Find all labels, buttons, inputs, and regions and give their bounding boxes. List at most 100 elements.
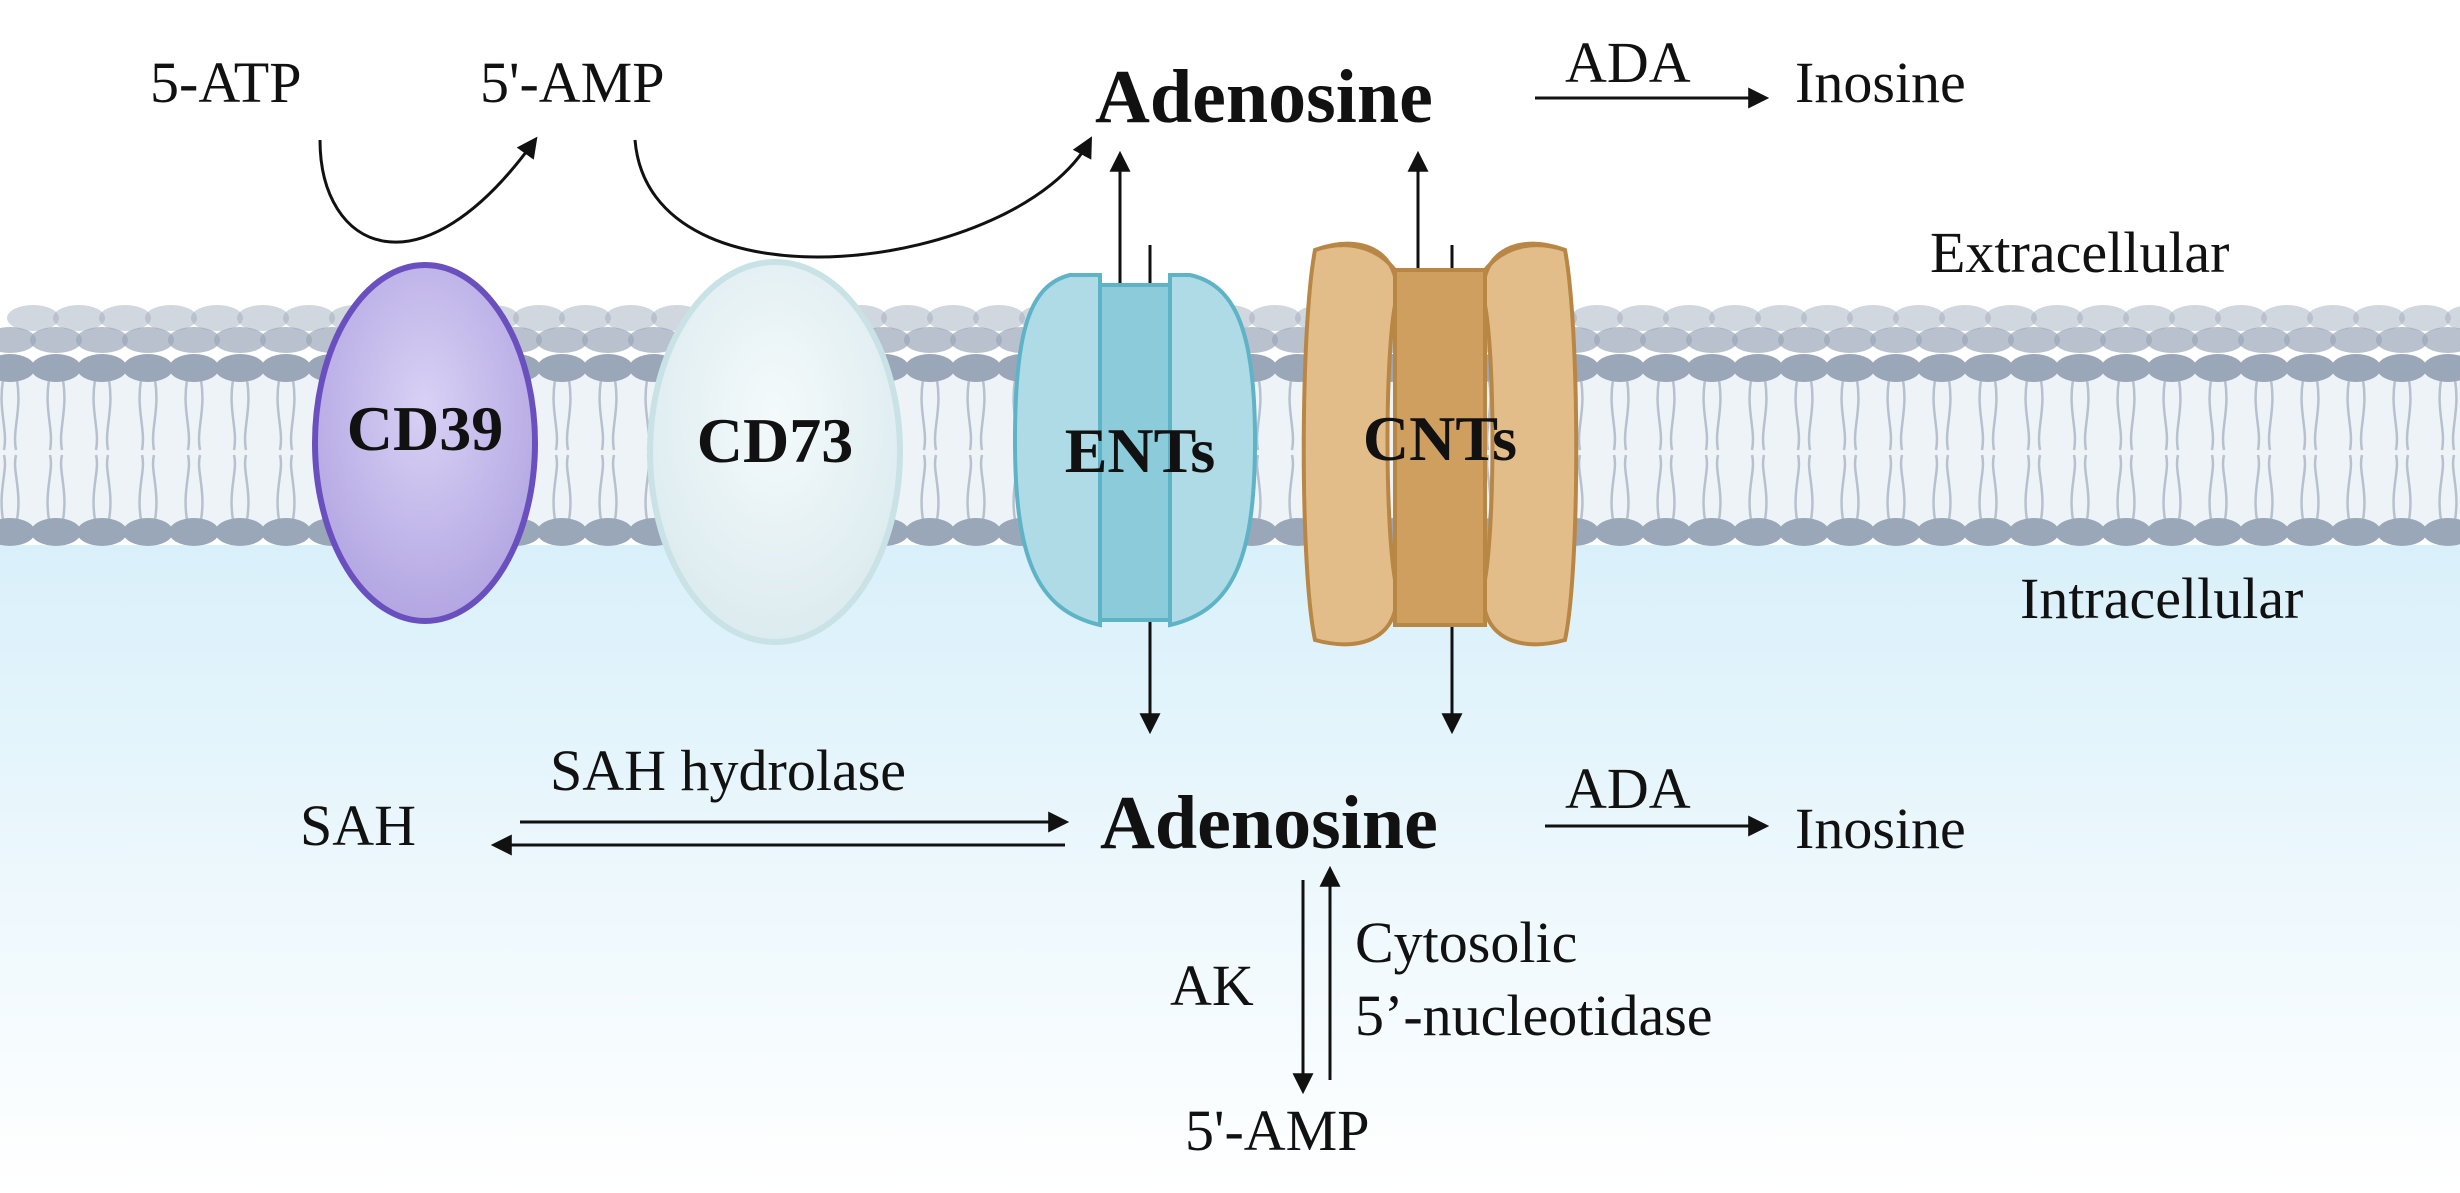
lipid-head [261,518,311,546]
lipid-head [1733,518,1783,546]
lipid-head [2377,518,2427,546]
lipid-head [2399,305,2451,331]
lipid-head [2169,305,2221,331]
lipid-tail [230,379,250,521]
lipid-head [1847,305,1899,331]
lipid-head [2307,305,2359,331]
lipid-head [904,327,956,353]
lipid-tail [1702,379,1722,521]
amp-intracellular-label: 5'-AMP [1185,1098,1369,1163]
sah-hydrolase-label: SAH hydrolase [550,738,906,803]
lipid-head [905,518,955,546]
lipid-head [2330,327,2382,353]
lipid-head [1985,305,2037,331]
lipid-head [2285,354,2335,382]
lipid-head [2285,518,2335,546]
lipid-head [2353,305,2405,331]
lipid-tail [2438,379,2458,521]
lipid-head [2284,327,2336,353]
lipid-head [1778,327,1830,353]
lipid-head [1595,354,1645,382]
lipid-head [537,354,587,382]
lipid-head [1733,354,1783,382]
lipid-head [2377,354,2427,382]
lipid-head [583,354,633,382]
lipid-head [215,354,265,382]
lipid-head [1824,327,1876,353]
lipid-tail [966,379,986,521]
lipid-tail [1656,379,1676,521]
lipid-head [1595,518,1645,546]
lipid-head [1779,518,1829,546]
lipid-head [215,518,265,546]
lipid-tail [184,379,204,521]
lipid-head [1779,354,1829,382]
lipid-head [1709,305,1761,331]
ada-intracellular-label: ADA [1565,756,1691,821]
lipid-tail [2162,379,2182,521]
lipid-head [537,518,587,546]
lipid-head [169,354,219,382]
lipid-tail [2116,379,2136,521]
lipid-head [2193,354,2243,382]
lipid-head [7,305,59,331]
lipid-head [1641,518,1691,546]
lipid-head [191,305,243,331]
lipid-head [1871,354,1921,382]
lipid-head [1640,327,1692,353]
lipid-head [31,354,81,382]
lipid-head [951,518,1001,546]
ents-label: ENTs [1065,415,1216,486]
lipid-head [1825,518,1875,546]
lipid-tail [0,379,20,521]
lipid-head [1916,327,1968,353]
lipid-head [2101,518,2151,546]
inosine-extracellular-label: Inosine [1795,50,1966,115]
lipid-head [31,518,81,546]
lipid-head [2423,518,2460,546]
lipid-tail [1840,379,1860,521]
lipid-tail [2070,379,2090,521]
lipid-head [583,518,633,546]
cd39-protein: CD39 [312,262,538,624]
lipid-head [0,518,35,546]
lipid-head [283,305,335,331]
adenosine-intracellular-label: Adenosine [1100,781,1438,865]
lipid-head [1732,327,1784,353]
lipid-head [605,305,657,331]
lipid-head [1755,305,1807,331]
lipid-head [2331,518,2381,546]
lipid-head [1249,305,1301,331]
lipid-head [168,327,220,353]
lipid-tail [1932,379,1952,521]
lipid-head [1893,305,1945,331]
lipid-head [2422,327,2460,353]
cd73-protein: CD73 [647,259,903,645]
ak-label: AK [1170,953,1254,1018]
cd73-label: CD73 [697,405,853,476]
lipid-head [559,305,611,331]
lipid-tail [920,379,940,521]
lipid-head [582,327,634,353]
lipid-head [1825,354,1875,382]
lipid-head [2101,354,2151,382]
lipid-head [99,305,151,331]
lipid-tail [2300,379,2320,521]
lipid-tail [46,379,66,521]
lipid-head [905,354,955,382]
lipid-head [2031,305,2083,331]
lipid-head [122,327,174,353]
lipid-head [2147,354,2197,382]
lipid-head [1801,305,1853,331]
lipid-head [2239,354,2289,382]
lipid-head [1939,305,1991,331]
lipid-head [1963,354,2013,382]
lipid-head [2215,305,2267,331]
inosine-intracellular-label: Inosine [1795,796,1966,861]
lipid-tail [138,379,158,521]
lipid-head [77,518,127,546]
lipid-head [2123,305,2175,331]
lipid-tail [2392,379,2412,521]
intracellular-region [0,545,2460,1193]
